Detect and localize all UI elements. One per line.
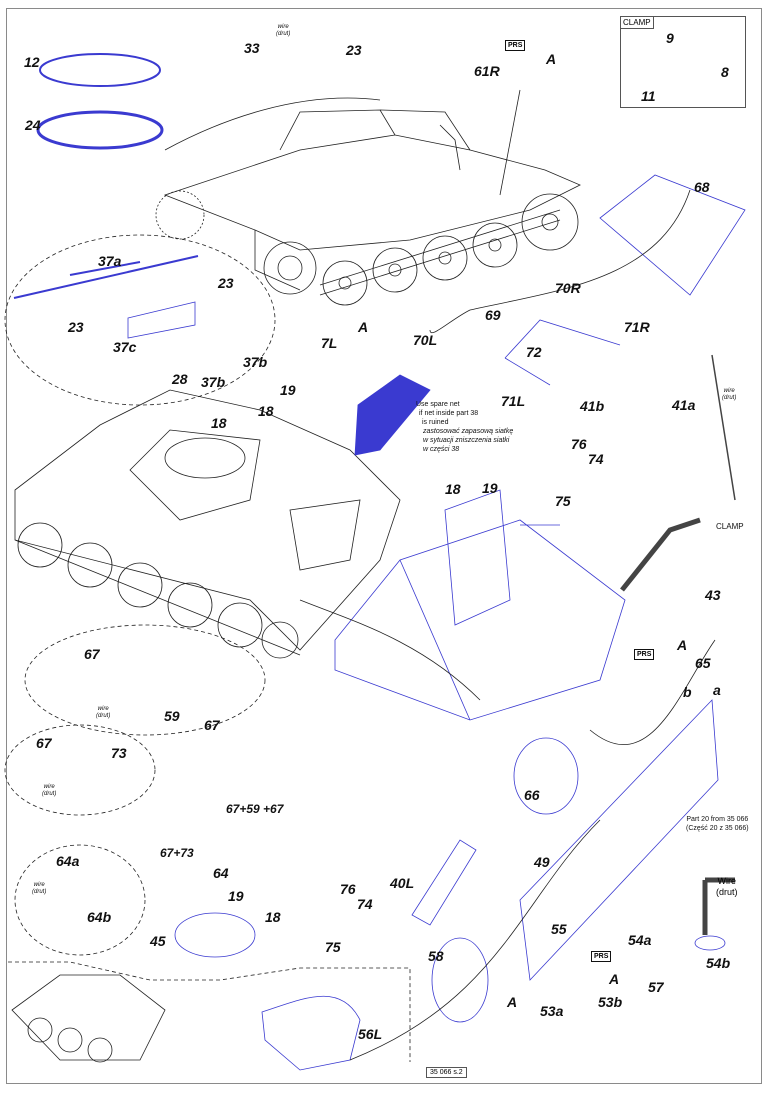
part-label: 33 <box>244 40 260 56</box>
wire-note: wire(drut) <box>42 784 57 797</box>
wire-note: wire(drut) <box>722 388 737 401</box>
part-label: A <box>507 994 518 1010</box>
page-reference: 35 066 s.2 <box>426 1067 467 1078</box>
part-label: 19 <box>280 382 296 398</box>
part-label: 65 <box>695 655 711 671</box>
part-label: 12 <box>24 54 40 70</box>
part-label: 75 <box>325 939 341 955</box>
clamp-inset: CLAMP 9 8 11 <box>620 16 746 108</box>
part-label: 54a <box>628 932 652 948</box>
part-label: 23 <box>218 275 234 291</box>
tank-lower-drawing <box>14 389 401 659</box>
part-label: 18 <box>211 415 227 431</box>
part-label: 67 <box>84 646 100 662</box>
part-label: 49 <box>534 854 550 870</box>
part-label: b <box>683 684 692 700</box>
clamp-label: CLAMP <box>716 522 744 531</box>
part-label: 67 <box>204 717 220 733</box>
tank-small-drawing <box>11 974 166 1063</box>
part-label: A <box>358 319 369 335</box>
part-label: 55 <box>551 921 567 937</box>
prs-badge: PRS <box>505 40 526 51</box>
assembly-label: 67+73 <box>160 846 194 860</box>
prs-badge: PRS <box>634 649 655 660</box>
part-label: 56L <box>358 1026 383 1042</box>
part-label: 19 <box>482 480 498 496</box>
part-label: 41a <box>672 397 696 413</box>
part-label: 18 <box>258 403 274 419</box>
part-label: 76 <box>571 436 587 452</box>
part-label: 23 <box>68 319 84 335</box>
part-label: 64a <box>56 853 80 869</box>
wire-note: wire(drut) <box>32 882 47 895</box>
part-label: 23 <box>346 42 362 58</box>
part-label: 64b <box>87 909 112 925</box>
part-label: 45 <box>150 933 166 949</box>
part-label: 19 <box>228 888 244 904</box>
part-label: 37c <box>113 339 137 355</box>
part-label: 67 <box>36 735 52 751</box>
part-label: 68 <box>694 179 710 195</box>
part-label: 54b <box>706 955 731 971</box>
part-label: A <box>546 51 557 67</box>
part-label: 70L <box>413 332 438 348</box>
clamp-inset-title: CLAMP <box>621 17 654 29</box>
tank-upper-drawing <box>155 109 581 306</box>
part-label: 57 <box>648 979 664 995</box>
part-label: 18 <box>445 481 461 497</box>
part-label: 75 <box>555 493 571 509</box>
prs-badge: PRS <box>591 951 612 962</box>
part-label: 76 <box>340 881 356 897</box>
part-label: 74 <box>357 896 373 912</box>
part-label: 8 <box>721 64 729 80</box>
part-label: 58 <box>428 948 444 964</box>
part-label: 41b <box>580 398 605 414</box>
part-label: 61R <box>474 63 500 79</box>
part20-note: Part 20 from 35 066 (Część 20 z 35 066) <box>686 816 749 832</box>
part-label: 59 <box>164 708 180 724</box>
part-label: 71R <box>624 319 650 335</box>
part-label: A <box>609 971 620 987</box>
part-label: A <box>677 637 688 653</box>
wire-note: wire(drut) <box>96 706 111 719</box>
part-label: 40L <box>390 875 415 891</box>
part-label: a <box>713 682 721 698</box>
part-label: 66 <box>524 787 540 803</box>
part-label: 7L <box>321 335 338 351</box>
assembly-label: 67+59 +67 <box>226 802 284 816</box>
instruction-sheet-frame <box>6 8 762 1084</box>
part-label: 24 <box>25 117 41 133</box>
spare-net-note-en: Use spare net if net inside part 38 is r… <box>416 401 479 426</box>
part-label: 18 <box>265 909 281 925</box>
part-label: 28 <box>172 371 188 387</box>
part-label: 73 <box>111 745 127 761</box>
part-label: 71L <box>501 393 526 409</box>
part-label: 11 <box>641 88 656 104</box>
part-label: 37a <box>98 253 122 269</box>
part-label: 69 <box>485 307 501 323</box>
part-label: 64 <box>213 865 229 881</box>
wire-note: wire(drut) <box>276 24 291 37</box>
part-label: 37b <box>201 374 226 390</box>
part-label: 43 <box>705 587 721 603</box>
engine-deck-drawing <box>334 489 626 721</box>
wire-note: Wire(drut) <box>716 876 738 897</box>
part-label: 70R <box>555 280 581 296</box>
part-label: 53a <box>540 1003 564 1019</box>
part-label: 37b <box>243 354 268 370</box>
part-label: 9 <box>666 30 674 46</box>
part-label: 74 <box>588 451 604 467</box>
spare-net-note-pl: zastosować zapasową siatkę w sytuacji zn… <box>423 428 514 453</box>
part-label: 72 <box>526 344 542 360</box>
part-label: 53b <box>598 994 623 1010</box>
